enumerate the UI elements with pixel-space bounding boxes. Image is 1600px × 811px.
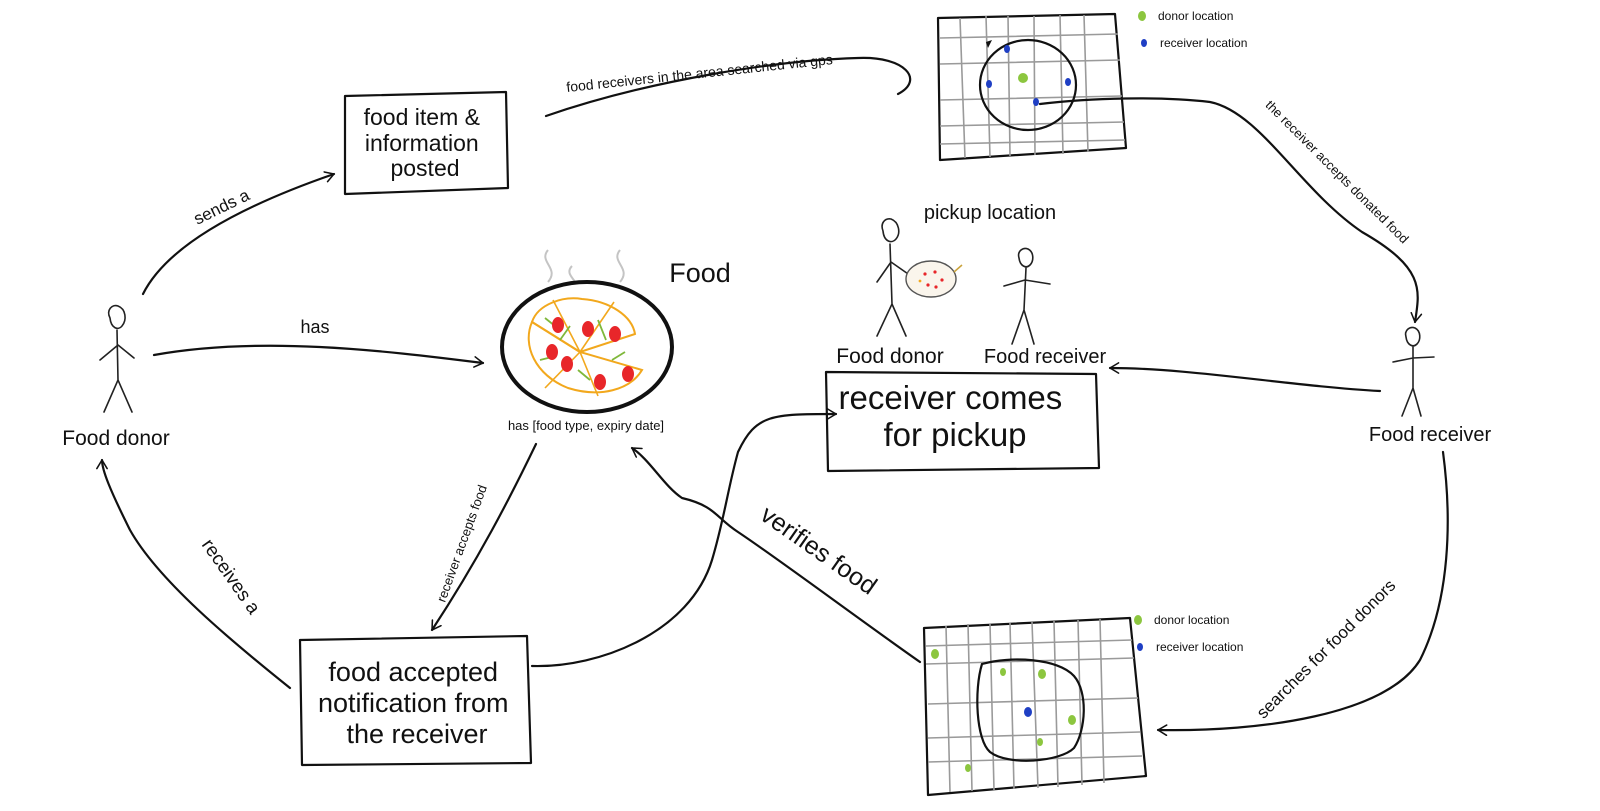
edge-sends [141,171,336,296]
food-donor-figure-center: Food donor [836,218,944,368]
pickup-location-label: pickup location [924,202,1056,224]
food-receiver-label-center: Food receiver [984,346,1107,368]
gps-map-bottom: donor location receiver location [922,613,1243,797]
food-donor-label-left: Food donor [62,427,169,450]
notification-line-1: food accepted [328,657,498,687]
food-posted-line-3: posted [390,155,459,181]
food-pizza-icon: Food has [food type, expiry date] [500,249,731,433]
svg-text:food accepted notificati: food accepted notification from the rece… [318,657,516,749]
edge-accepts-donated-label: the receiver accepts donated food [1263,97,1412,246]
edge-has [152,344,485,368]
food-title: Food [669,258,731,288]
edge-gps-search [544,56,912,118]
map-bottom-donor-legend: donor location [1154,613,1229,627]
food-receiver-figure-right: Food receiver [1369,326,1492,446]
food-posted-line-1: food item & [364,104,480,130]
food-posted-box: food item & information posted [343,90,510,196]
edge-accepts-donated [1038,97,1423,324]
edge-receives-label: receives a [197,535,264,618]
edge-verifies [630,446,922,664]
map-top-donor-legend: donor location [1158,9,1233,23]
pickup-box: receiver comes for pickup [824,370,1101,473]
map-top-receiver-legend: receiver location [1160,36,1247,50]
edge-receiver-to-pickup [1108,362,1382,393]
food-attributes-label: has [food type, expiry date] [508,418,664,433]
pickup-line-2: for pickup [883,416,1026,453]
edge-receiver-accepts [430,442,538,632]
pickup-line-1: receiver comes [839,379,1063,416]
food-receiver-figure-center: Food receiver [984,247,1107,368]
map-bottom-receiver-legend: receiver location [1156,640,1243,654]
edge-receives [96,458,292,690]
edge-searches-label: searches for food donors [1253,576,1399,722]
edge-has-label: has [300,317,329,337]
food-posted-line-2: information [365,130,479,156]
edge-receiver-accepts-label: receiver accepts food [434,483,490,604]
edge-notification-to-pickup [530,408,838,668]
svg-text:receiver comes for picku: receiver comes for pickup [839,379,1072,453]
edge-verifies-label: verifies food [755,500,881,600]
small-pizza-icon [905,260,963,298]
svg-text:food item & information: food item & information posted [364,104,487,181]
notification-line-3: the receiver [346,719,487,749]
food-donor-label-center: Food donor [836,345,943,368]
edge-gps-search-label: food receivers in the area searched via … [566,51,834,95]
notification-box: food accepted notification from the rece… [298,634,533,767]
edge-searches [1156,450,1449,737]
notification-line-2: notification from [318,688,509,718]
food-receiver-label-right: Food receiver [1369,424,1492,446]
gps-map-top: donor location receiver location [936,9,1247,162]
food-donor-figure-left: Food donor [62,304,170,450]
